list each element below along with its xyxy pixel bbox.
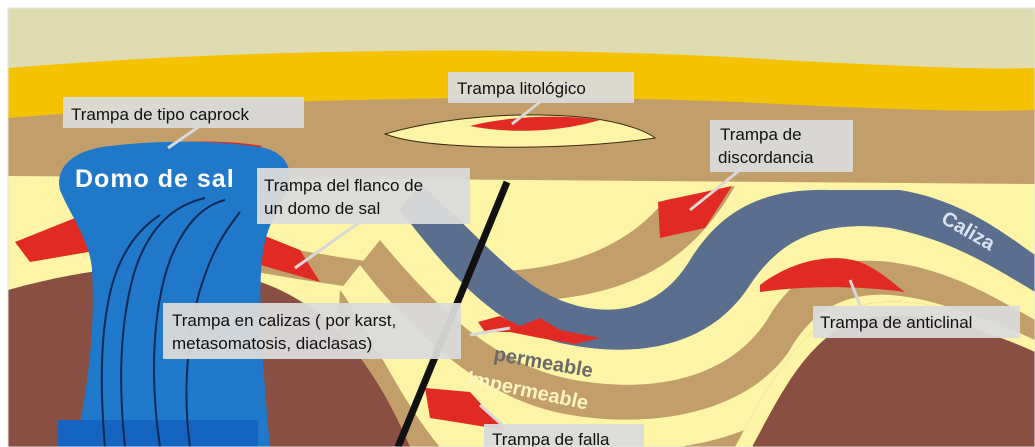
- salt-dome-label: Domo de sal: [75, 165, 235, 193]
- unconformity-trap-fill: [658, 186, 732, 238]
- caliza-layer: [400, 184, 1035, 350]
- caprock-label-box: [63, 97, 304, 128]
- anticline-label: Trampa de anticlinal: [820, 313, 972, 332]
- unconformity-label-box: [710, 120, 853, 172]
- salt-flow-lines: [100, 197, 241, 447]
- anticline-label-box: [813, 306, 1020, 338]
- diagram-border: [7, 7, 1035, 447]
- salt-dome: [59, 141, 290, 447]
- karst-label-line2: metasomatosis, diaclasas): [172, 334, 372, 353]
- lithologic-label-box: [448, 72, 634, 103]
- lithologic-label: Trampa litológico: [457, 79, 586, 98]
- flank-label-box: [257, 168, 470, 224]
- flank-label-line2: un domo de sal: [264, 199, 380, 218]
- flank-label-line1: Trampa del flanco de: [264, 176, 423, 195]
- caprock-label: Trampa de tipo caprock: [71, 105, 249, 124]
- unconformity-label-line1: Trampa de: [720, 125, 802, 144]
- brown-band-1: [8, 186, 735, 302]
- anticline-trap-fill: [760, 258, 905, 292]
- leader-lines: [167, 100, 862, 434]
- cream-band-2: [380, 210, 1035, 385]
- cream-strip-right: [735, 301, 1035, 447]
- karst-trap-fill: [478, 316, 600, 344]
- unconformity-label-line2: discordancia: [718, 148, 814, 167]
- fault-trap-fill: [425, 388, 505, 430]
- fault-trap-label: Trampa de falla: [492, 430, 610, 447]
- lithologic-trap-fill: [470, 116, 600, 131]
- karst-label-box: [163, 303, 461, 359]
- karst-label-line1: Trampa en calizas ( por karst,: [172, 311, 396, 330]
- fault-trap-label-box: [484, 424, 644, 447]
